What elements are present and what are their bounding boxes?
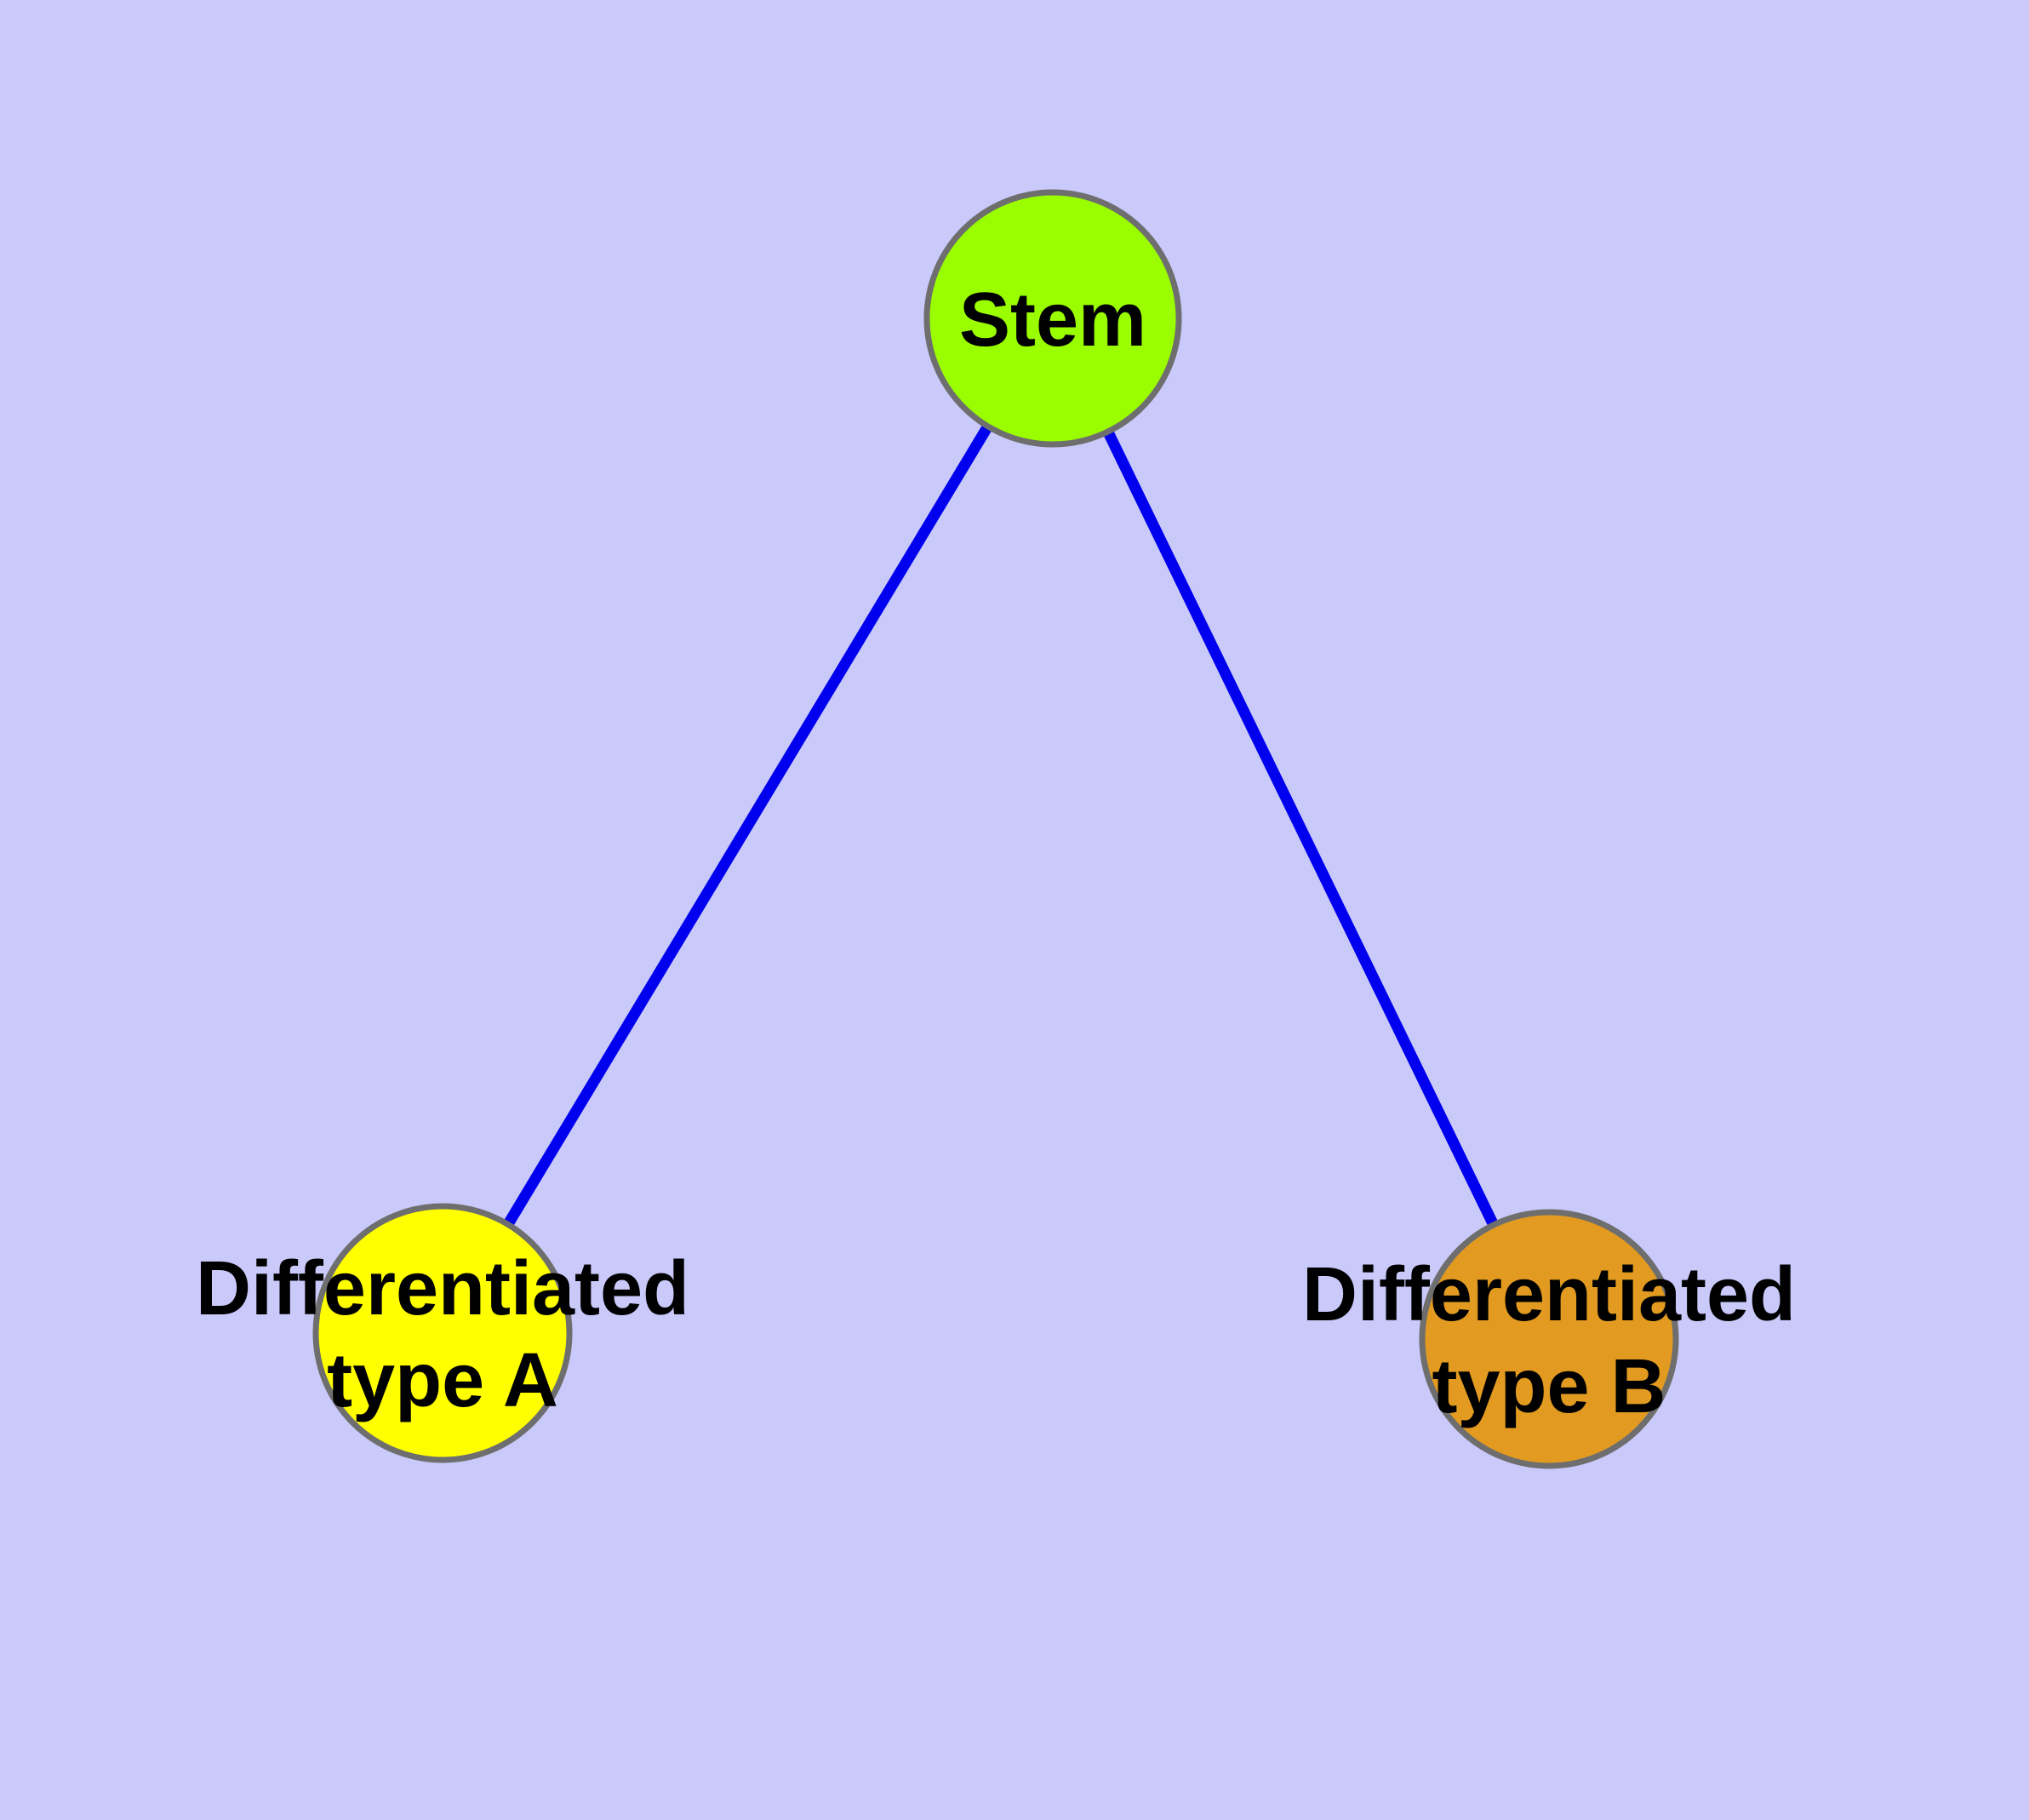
stem-node <box>923 189 1182 448</box>
differentiated-type-b-node <box>1419 1209 1679 1469</box>
type-b-node-label-line1: Differentiated <box>1302 1252 1796 1337</box>
stem-node-label: Stem <box>959 278 1146 363</box>
edge-stem-to-type-b <box>1047 312 1555 1345</box>
differentiated-type-a-node <box>312 1203 573 1463</box>
type-b-node-label-line2: type B <box>1432 1344 1666 1429</box>
type-a-node-label-line1: Differentiated <box>196 1246 689 1331</box>
edge-stem-to-type-a <box>437 312 1059 1339</box>
type-a-node-label-line2: type A <box>327 1338 558 1423</box>
